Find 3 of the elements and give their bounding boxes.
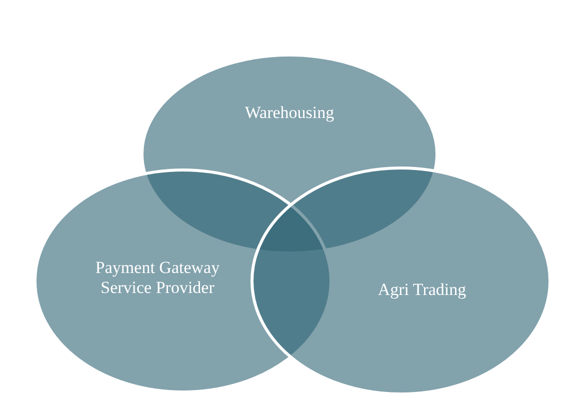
circle-label: Warehousing bbox=[244, 103, 336, 123]
circle-label: Agri Trading bbox=[376, 280, 468, 300]
circle-label: Payment Gateway Service Provider bbox=[94, 258, 221, 298]
